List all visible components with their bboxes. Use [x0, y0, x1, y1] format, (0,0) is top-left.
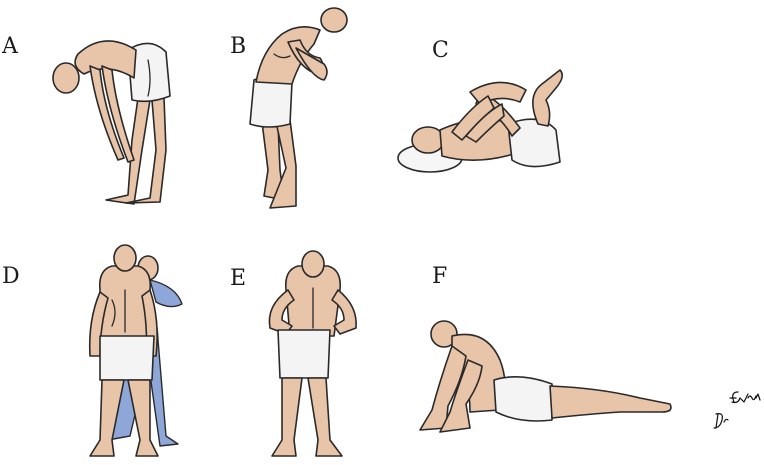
figure-d-assisted-stretch	[88, 244, 183, 457]
figure-a-forward-bend	[52, 40, 171, 205]
panel-label-e: E	[230, 266, 247, 291]
panel-label-b: B	[230, 34, 247, 59]
figure-e-hands-on-hips	[268, 250, 357, 457]
artist-signature	[713, 391, 761, 429]
panel-label-a: A	[2, 34, 18, 59]
figure-c-knees-to-chest	[397, 69, 564, 173]
panel-label-f: F	[432, 264, 448, 289]
figure-b-back-extension	[249, 7, 348, 209]
figure-f-prone-press-up	[419, 320, 672, 433]
panel-label-d: D	[2, 264, 20, 289]
panel-label-c: C	[432, 38, 449, 63]
